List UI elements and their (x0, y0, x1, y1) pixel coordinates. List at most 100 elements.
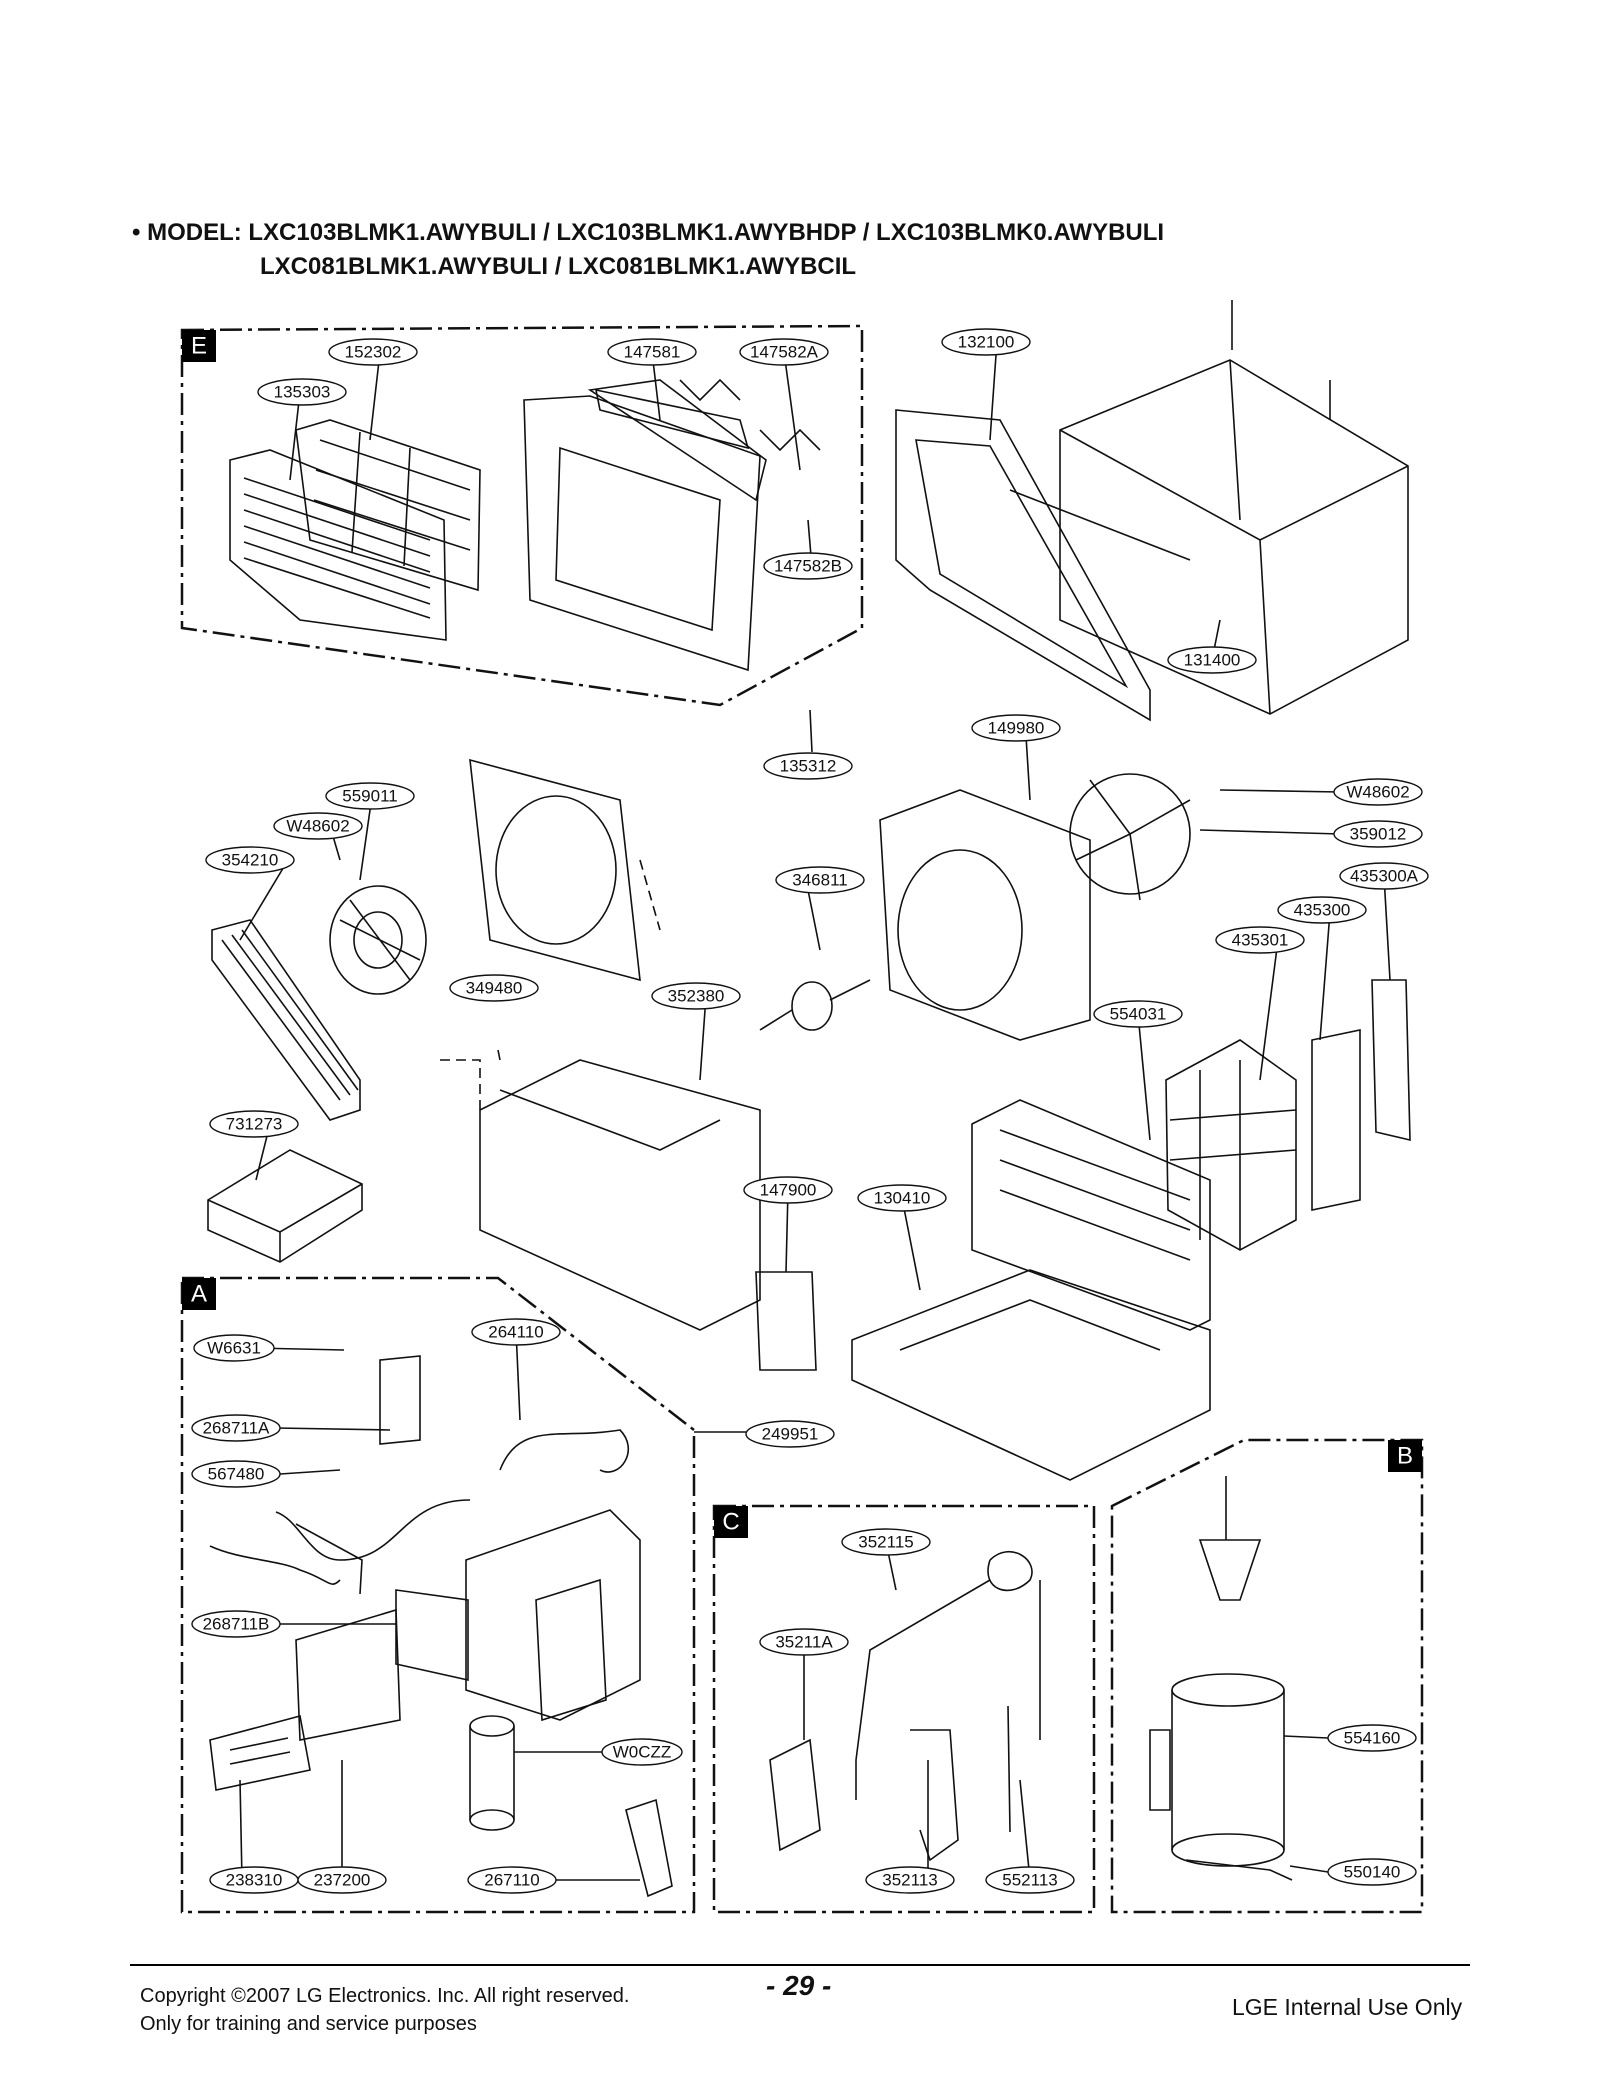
callout-W48602-a (273, 812, 363, 840)
svg-text:435300: 435300 (1294, 901, 1351, 920)
svg-text:435300A: 435300A (1350, 867, 1419, 886)
svg-text:268711B: 268711B (203, 1615, 270, 1634)
callout-237200 (297, 1866, 387, 1894)
side-panel-part (1311, 979, 1411, 1211)
front-grille-part (229, 449, 447, 641)
svg-text:554031: 554031 (1110, 1005, 1167, 1024)
svg-text:149980: 149980 (988, 719, 1045, 738)
cabinet-part (1059, 300, 1409, 715)
svg-text:552113: 552113 (1002, 1871, 1057, 1890)
svg-text:W48602: W48602 (1346, 783, 1409, 802)
svg-text:352113: 352113 (882, 1871, 937, 1890)
svg-text:W6631: W6631 (207, 1339, 261, 1358)
display-panel-part (209, 1715, 311, 1791)
svg-text:352380: 352380 (668, 987, 725, 1006)
capacitor-part (469, 1715, 515, 1831)
svg-text:147582A: 147582A (750, 343, 819, 362)
piping-part (769, 1550, 1041, 1862)
callout-552113 (985, 1866, 1075, 1894)
callout-435301 (1215, 926, 1305, 954)
svg-text:135312: 135312 (780, 757, 837, 776)
callout-731273 (209, 1110, 299, 1138)
svg-text:147581: 147581 (624, 343, 681, 362)
remote-control-part (625, 1798, 673, 1898)
callout-268711B (191, 1610, 281, 1638)
callout-268711A (191, 1414, 281, 1442)
svg-text:346811: 346811 (792, 871, 847, 890)
callout-131400 (1167, 646, 1257, 674)
section-b-frame (1110, 1438, 1424, 1914)
svg-text:B: B (1397, 1443, 1413, 1470)
fan-motor-part (759, 979, 871, 1031)
air-filter-part (295, 419, 481, 592)
callout-249951 (745, 1420, 835, 1448)
control-box-part (379, 1355, 641, 1722)
condenser-fan-part (1069, 773, 1191, 901)
callout-W6631 (193, 1334, 275, 1362)
svg-text:267110: 267110 (484, 1871, 539, 1890)
callout-359012 (1333, 820, 1423, 848)
evaporator-coil-part (211, 919, 361, 1121)
svg-text:130410: 130410 (874, 1189, 931, 1208)
callout-135303 (257, 378, 347, 406)
control-bracket-part (755, 1271, 817, 1371)
callout-567480 (191, 1460, 281, 1488)
callout-W0CZZ (601, 1738, 683, 1766)
svg-text:35211A: 35211A (775, 1633, 833, 1652)
svg-text:567480: 567480 (208, 1465, 265, 1484)
svg-text:435301: 435301 (1232, 931, 1289, 950)
blower-wheel-part (329, 885, 427, 995)
callout-354210 (205, 846, 295, 874)
svg-text:559011: 559011 (342, 787, 397, 806)
internal-use-label: LGE Internal Use Only (1232, 1994, 1463, 2020)
condenser-shroud-part (879, 789, 1091, 1041)
training-text: Only for training and service purposes (140, 2013, 477, 2035)
package-box-part (207, 1149, 363, 1263)
svg-text:349480: 349480 (466, 979, 523, 998)
copyright-text: Copyright ©2007 LG Electronics. Inc. All… (140, 1985, 630, 2007)
svg-text:238310: 238310 (226, 1871, 283, 1890)
callout-149980 (971, 714, 1061, 742)
louver-part (587, 378, 821, 502)
svg-text:131400: 131400 (1184, 651, 1241, 670)
section-e-badge: E (182, 330, 216, 362)
callout-147581 (607, 338, 697, 366)
callout-152302 (328, 338, 418, 366)
compressor-part (1149, 1476, 1293, 1881)
callout-554160 (1327, 1724, 1417, 1752)
svg-text:C: C (722, 1509, 739, 1536)
svg-text:249951: 249951 (762, 1425, 819, 1444)
callout-435300 (1277, 896, 1367, 924)
callout-35211A (759, 1628, 849, 1656)
wire-harness-part (209, 1499, 471, 1595)
callout-349480 (449, 974, 539, 1002)
svg-text:W0CZZ: W0CZZ (613, 1743, 672, 1762)
callout-W48602-b (1333, 778, 1423, 806)
base-pan-upper-part (479, 1059, 761, 1331)
svg-text:132100: 132100 (958, 333, 1015, 352)
callout-550140 (1327, 1858, 1417, 1886)
guard-grille-part (1165, 1039, 1297, 1251)
svg-text:147582B: 147582B (774, 557, 842, 576)
callout-352380 (651, 982, 741, 1010)
orifice-shroud-part (469, 758, 641, 982)
model-heading: • MODEL: LXC103BLMK1.AWYBULI / LXC103BLM… (132, 216, 1164, 284)
page-number: - 29 - (766, 1970, 832, 2001)
model-line-2: LXC081BLMK1.AWYBULI / LXC081BLMK1.AWYBCI… (260, 253, 857, 280)
section-b-badge: B (1388, 1440, 1422, 1472)
section-c-frame (712, 1504, 1096, 1914)
condenser-coil-part (971, 1099, 1211, 1331)
svg-text:550140: 550140 (1344, 1863, 1401, 1882)
pcb-part (295, 1589, 469, 1741)
callout-435300A (1339, 862, 1429, 890)
callout-147582B (763, 552, 853, 580)
callout-147900 (743, 1176, 833, 1204)
callout-132100 (941, 328, 1031, 356)
callout-559011 (325, 782, 415, 810)
svg-text:359012: 359012 (1350, 825, 1407, 844)
section-a-frame (180, 1276, 696, 1914)
callout-147582A (739, 338, 829, 366)
svg-text:554160: 554160 (1344, 1729, 1401, 1748)
section-a-badge: A (182, 1278, 216, 1310)
